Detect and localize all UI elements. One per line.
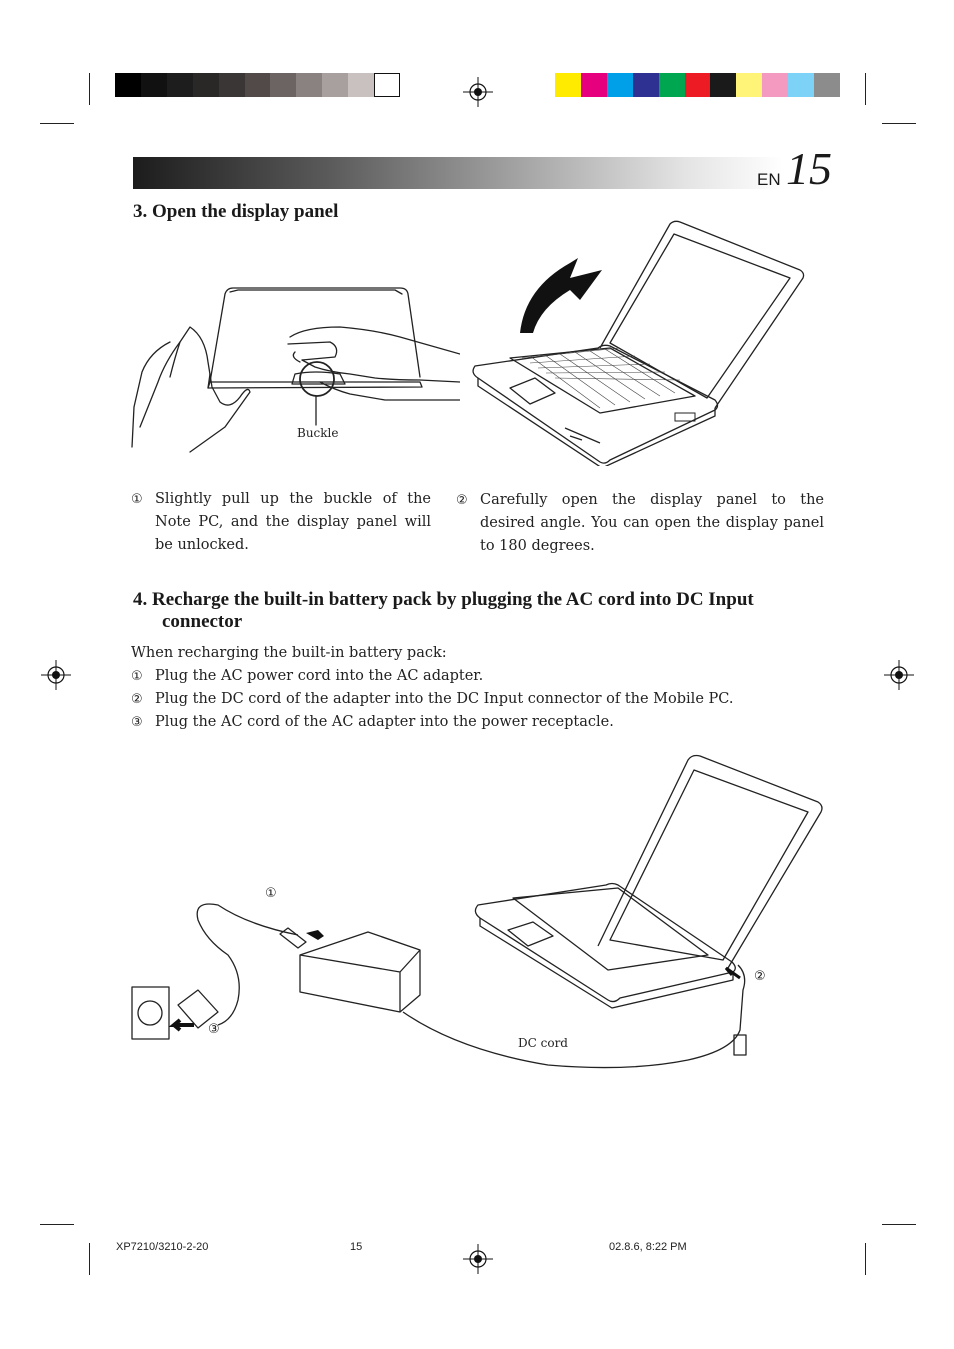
calibration-swatch: [348, 73, 375, 97]
item-marker: ③: [131, 715, 143, 730]
crop-mark: [89, 1243, 90, 1275]
step4-steps-list: ① Plug the AC power cord into the AC adap…: [131, 665, 851, 734]
calibration-swatch: [244, 73, 271, 97]
calibration-swatch: [606, 73, 633, 97]
registration-target-icon: [463, 77, 493, 107]
step4-list-item: ② Plug the DC cord of the adapter into th…: [131, 688, 851, 711]
step4-list-item: ① Plug the AC power cord into the AC adap…: [131, 665, 851, 688]
calibration-swatch: [374, 73, 400, 97]
step3-item2-text: Carefully open the display panel to the …: [480, 492, 824, 554]
crop-mark: [40, 1224, 74, 1225]
calibration-swatch: [166, 73, 193, 97]
step4-list-item-text: Plug the AC cord of the AC adapter into …: [155, 714, 614, 730]
step3-item2: ② Carefully open the display panel to th…: [456, 489, 824, 558]
callout-2: ②: [754, 969, 766, 984]
registration-target-icon: [463, 1244, 493, 1274]
registration-target-icon: [884, 660, 914, 690]
open-laptop-illustration: [472, 220, 805, 466]
calibration-swatch: [580, 73, 607, 97]
calibration-swatch: [684, 73, 711, 97]
calibration-swatch: [814, 73, 840, 97]
step4-list-item-text: Plug the AC power cord into the AC adapt…: [155, 668, 484, 684]
item-marker: ②: [131, 692, 143, 707]
buckle-label: Buckle: [297, 426, 339, 440]
crop-mark: [865, 1243, 866, 1275]
item-marker: ①: [131, 492, 143, 507]
calibration-swatch: [218, 73, 245, 97]
calibration-swatch: [555, 73, 581, 97]
crop-mark: [865, 73, 866, 105]
calibration-swatch: [322, 73, 349, 97]
language-code: EN: [757, 170, 781, 189]
crop-mark: [89, 73, 90, 105]
step4-heading-line2: connector: [162, 611, 243, 632]
item-marker: ②: [456, 493, 468, 508]
buckle-illustration: [131, 287, 460, 453]
crop-mark: [882, 1224, 916, 1225]
calibration-swatch: [736, 73, 763, 97]
callout-3: ③: [208, 1022, 220, 1037]
calibration-swatch: [192, 73, 219, 97]
calibration-swatch: [140, 73, 167, 97]
item-marker: ①: [131, 669, 143, 684]
footer-timestamp: 02.8.6, 8:22 PM: [609, 1241, 687, 1253]
step3-heading: 3. Open the display panel: [133, 201, 339, 222]
step4-list-item: ③ Plug the AC cord of the AC adapter into…: [131, 711, 851, 734]
step4-intro: When recharging the built-in battery pac…: [131, 645, 447, 661]
calibration-swatch: [270, 73, 297, 97]
footer-doc-id: XP7210/3210-2-20: [116, 1241, 209, 1253]
charging-illustration: [131, 754, 823, 1069]
dc-cord-label: DC cord: [518, 1036, 568, 1050]
page-number: 15: [786, 143, 832, 194]
crop-mark: [40, 123, 74, 124]
calibration-swatch: [115, 73, 141, 97]
step4-list-item-text: Plug the DC cord of the adapter into the…: [155, 691, 734, 707]
calibration-swatch: [658, 73, 685, 97]
step4-heading-line1: 4. Recharge the built-in battery pack by…: [133, 589, 754, 610]
callout-1: ①: [265, 886, 277, 901]
registration-target-icon: [41, 660, 71, 690]
calibration-swatch: [632, 73, 659, 97]
crop-mark: [882, 123, 916, 124]
footer-page-number: 15: [350, 1241, 363, 1253]
calibration-swatch: [788, 73, 815, 97]
calibration-swatch: [762, 73, 789, 97]
section-header-bar: [133, 157, 783, 189]
step3-item1: ① Slightly pull up the buckle of the Not…: [131, 488, 431, 557]
step3-item1-text: Slightly pull up the buckle of the Note …: [155, 491, 431, 553]
calibration-swatch: [296, 73, 323, 97]
calibration-swatch: [710, 73, 737, 97]
